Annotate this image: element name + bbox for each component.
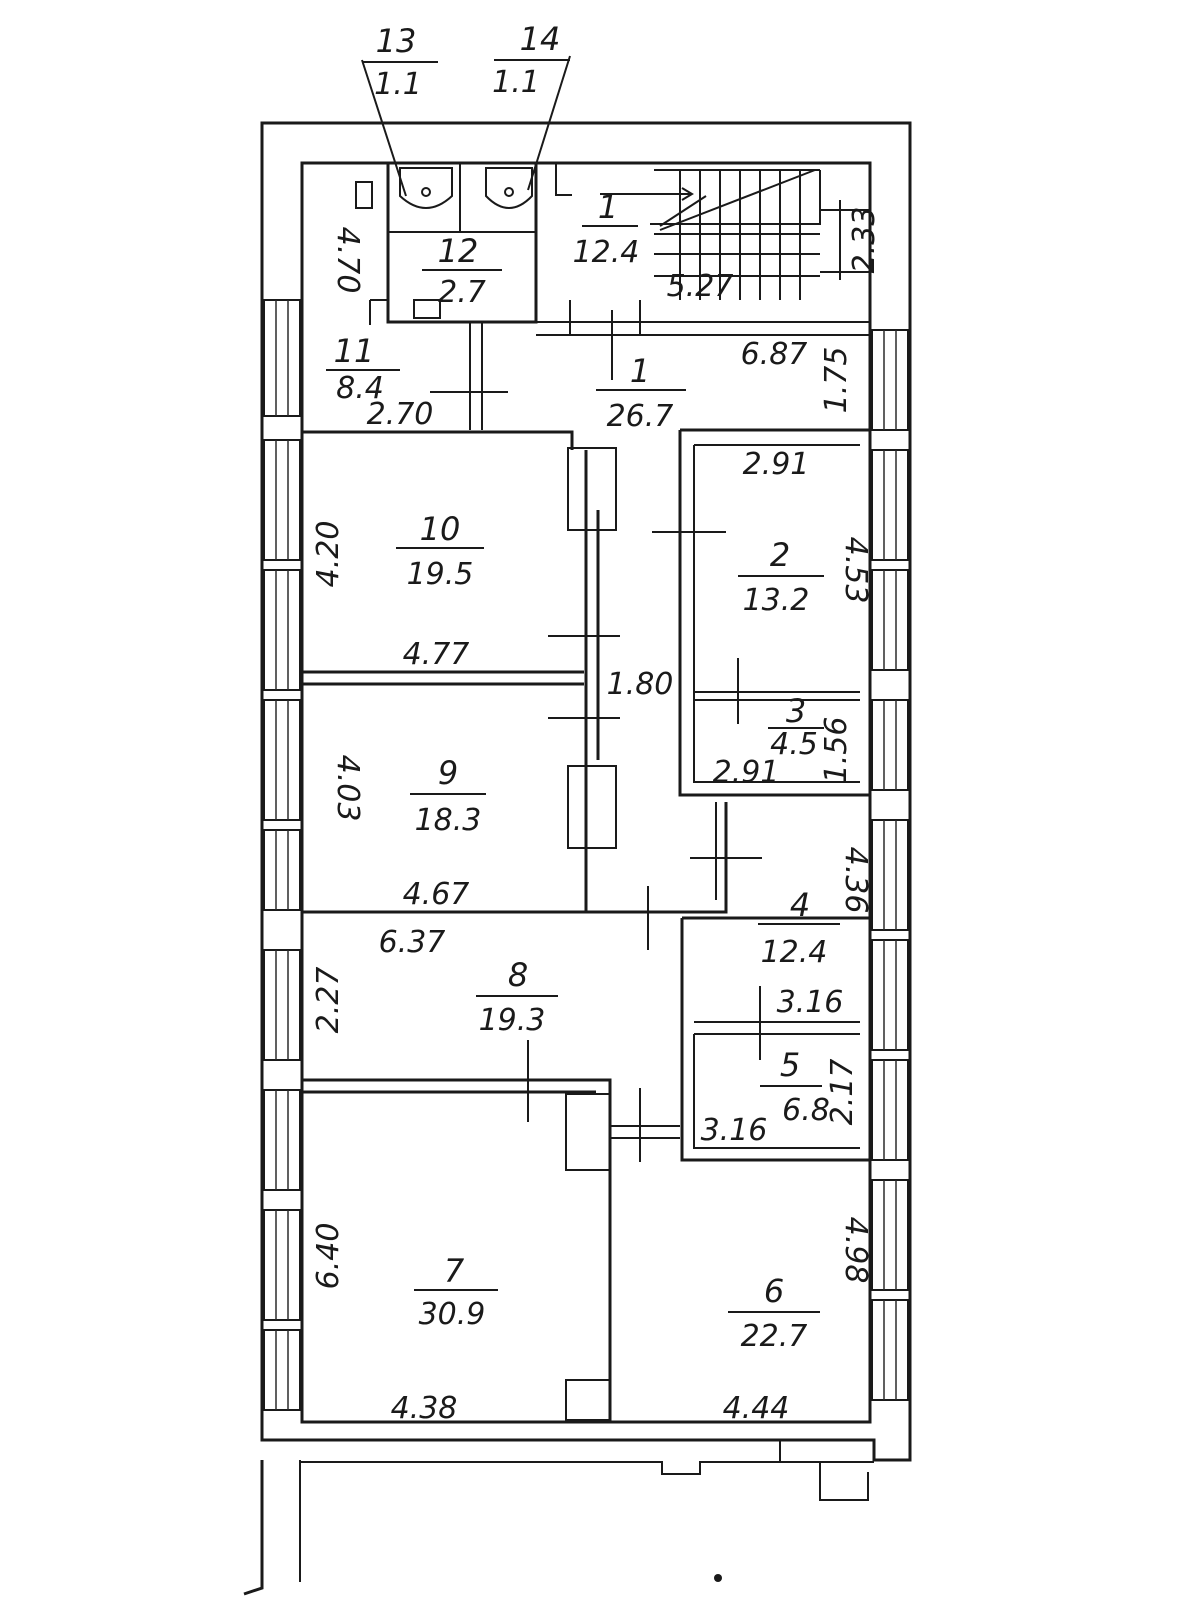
dim-4-98: 4.98 [838, 1217, 873, 1284]
staircase [600, 169, 870, 300]
svg-text:10: 10 [420, 510, 461, 548]
dimension-labels: 4.70 2.70 6.87 1.75 5.27 2.33 2.91 4.53 … [311, 207, 882, 1426]
svg-text:4: 4 [790, 886, 810, 924]
room-9-label: 9 18.3 [410, 754, 486, 838]
door-marks [430, 310, 762, 1162]
dim-2-70: 2.70 [367, 397, 434, 432]
dim-4-70: 4.70 [330, 227, 365, 294]
dim-4-36: 4.36 [838, 847, 873, 914]
interior-walls [302, 163, 870, 1422]
svg-text:5: 5 [780, 1046, 800, 1084]
room-4-label: 4 12.4 [758, 886, 840, 970]
svg-text:13: 13 [376, 22, 417, 60]
svg-text:4.5: 4.5 [770, 727, 818, 762]
dim-2-91-bottom: 2.91 [713, 755, 780, 790]
stray-mark [714, 1574, 722, 1582]
room-12-label: 12 2.7 [422, 232, 502, 310]
svg-text:19.5: 19.5 [407, 557, 474, 592]
dim-4-53: 4.53 [838, 537, 873, 604]
room-labels: 13 1.1 14 1.1 12 2.7 1 12.4 11 8.4 1 26.… [326, 20, 840, 1354]
callout-lines [361, 55, 571, 197]
dim-2-17: 2.17 [825, 1059, 860, 1126]
windows-right [871, 329, 909, 1401]
room-7-label: 7 30.9 [414, 1252, 498, 1332]
svg-text:12.4: 12.4 [573, 235, 640, 270]
svg-text:8.4: 8.4 [336, 371, 384, 406]
dim-4-44: 4.44 [723, 1391, 790, 1426]
dim-4-77: 4.77 [403, 637, 470, 672]
dim-3-16-lower: 3.16 [701, 1113, 768, 1148]
dim-4-38: 4.38 [391, 1391, 458, 1426]
dim-6-40: 6.40 [311, 1223, 346, 1290]
dim-6-37: 6.37 [379, 925, 446, 960]
svg-text:3: 3 [786, 692, 806, 730]
dim-2-33: 2.33 [847, 207, 882, 274]
svg-text:9: 9 [438, 754, 458, 792]
dim-4-20: 4.20 [311, 521, 346, 588]
windows-left [263, 299, 301, 1411]
dim-1-75: 1.75 [819, 347, 854, 414]
svg-text:2.7: 2.7 [438, 275, 486, 310]
svg-text:11: 11 [334, 332, 375, 370]
room-6-label: 6 22.7 [728, 1272, 820, 1354]
svg-text:18.3: 18.3 [415, 803, 482, 838]
room-2-label: 2 13.2 [738, 536, 824, 618]
svg-text:1.1: 1.1 [492, 65, 540, 100]
dim-1-80: 1.80 [607, 667, 674, 702]
dim-2-27: 2.27 [311, 967, 346, 1034]
room-13-label: 13 1.1 [362, 22, 438, 102]
svg-text:19.3: 19.3 [479, 1003, 546, 1038]
svg-text:8: 8 [508, 956, 528, 994]
svg-text:30.9: 30.9 [419, 1297, 486, 1332]
room-10-label: 10 19.5 [396, 510, 484, 592]
svg-text:22.7: 22.7 [741, 1319, 808, 1354]
svg-text:14: 14 [520, 20, 561, 58]
room-3-label: 3 4.5 [768, 692, 824, 762]
outer-walls [243, 121, 912, 1596]
dim-5-27: 5.27 [667, 269, 734, 304]
room-14-label: 14 1.1 [492, 20, 570, 100]
dim-1-56: 1.56 [819, 717, 854, 784]
wc-fixtures [355, 167, 533, 319]
dim-4-67: 4.67 [403, 877, 470, 912]
svg-text:13.2: 13.2 [743, 583, 810, 618]
svg-text:1: 1 [598, 188, 618, 226]
svg-text:1.1: 1.1 [374, 67, 422, 102]
room-11-label: 11 8.4 [326, 332, 400, 406]
svg-text:7: 7 [444, 1252, 465, 1290]
room-8-label: 8 19.3 [476, 956, 558, 1038]
room-1-hall-label: 1 26.7 [596, 352, 686, 434]
dim-3-16-upper: 3.16 [777, 985, 844, 1020]
room-5-label: 5 6.8 [760, 1046, 830, 1128]
dim-6-87: 6.87 [741, 337, 808, 372]
svg-text:12: 12 [438, 232, 479, 270]
room-1-stair-label: 1 12.4 [573, 188, 640, 270]
svg-text:26.7: 26.7 [607, 399, 674, 434]
svg-text:2: 2 [770, 536, 790, 574]
svg-text:1: 1 [630, 352, 650, 390]
dim-2-91-top: 2.91 [743, 447, 810, 482]
svg-text:6: 6 [764, 1272, 784, 1310]
dim-4-03: 4.03 [330, 755, 365, 822]
svg-text:6.8: 6.8 [782, 1093, 830, 1128]
svg-text:12.4: 12.4 [761, 935, 828, 970]
